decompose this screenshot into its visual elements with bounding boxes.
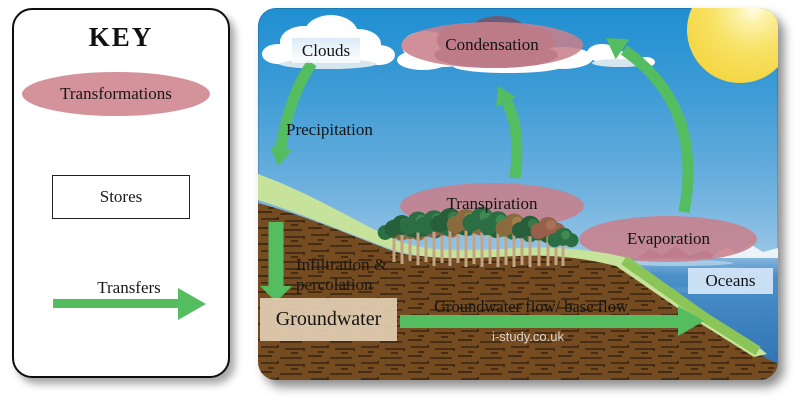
sun-icon <box>687 8 778 83</box>
key-title: KEY <box>88 22 154 52</box>
store-box-clouds: Clouds <box>292 38 360 63</box>
trees-front-icon <box>384 206 579 267</box>
precipitation-arrow <box>275 59 317 150</box>
key-transformation-symbol: Transformations <box>22 72 210 116</box>
evaporation-arrow <box>620 45 694 214</box>
transfer-arrow-icon <box>53 299 180 308</box>
condensation-ellipse <box>401 22 583 68</box>
clouds-label: Clouds <box>301 40 351 60</box>
transpiration-label: Transpiration <box>446 194 538 214</box>
store-box-groundwater: Groundwater <box>260 298 397 341</box>
key-transformations-label: Transformations <box>60 84 172 103</box>
watermark: i-study.co.uk <box>491 328 564 344</box>
key-stores-label: Stores <box>99 187 143 206</box>
key-panel: KEY Transformations Stores Transfers <box>12 8 230 378</box>
grass <box>258 174 767 357</box>
condensation-label: Condensation <box>445 35 539 55</box>
transfer-arrows <box>260 38 704 336</box>
transpiration-arrow <box>501 99 523 179</box>
key-transfers-label: Transfers <box>97 278 161 297</box>
groundwater-flow-label: Groundwater flow/ base flow <box>434 296 628 316</box>
infiltration-arrow <box>268 222 284 288</box>
water-cycle-diagram: Clouds Condensation Precipitation Transp… <box>258 8 778 380</box>
evaporation-ellipse <box>579 216 757 262</box>
store-box-oceans: Oceans <box>688 268 773 294</box>
transfer-arrowhead-icon <box>178 288 206 320</box>
evaporation-label: Evaporation <box>626 229 711 249</box>
oceans-label: Oceans <box>705 271 756 291</box>
infiltration-label: Infiltration & percolation <box>296 255 388 294</box>
precipitation-label: Precipitation <box>286 120 373 140</box>
groundwater-flow-arrow <box>400 315 678 328</box>
groundwater-label: Groundwater <box>275 308 382 330</box>
key-store-symbol: Stores <box>52 175 190 219</box>
